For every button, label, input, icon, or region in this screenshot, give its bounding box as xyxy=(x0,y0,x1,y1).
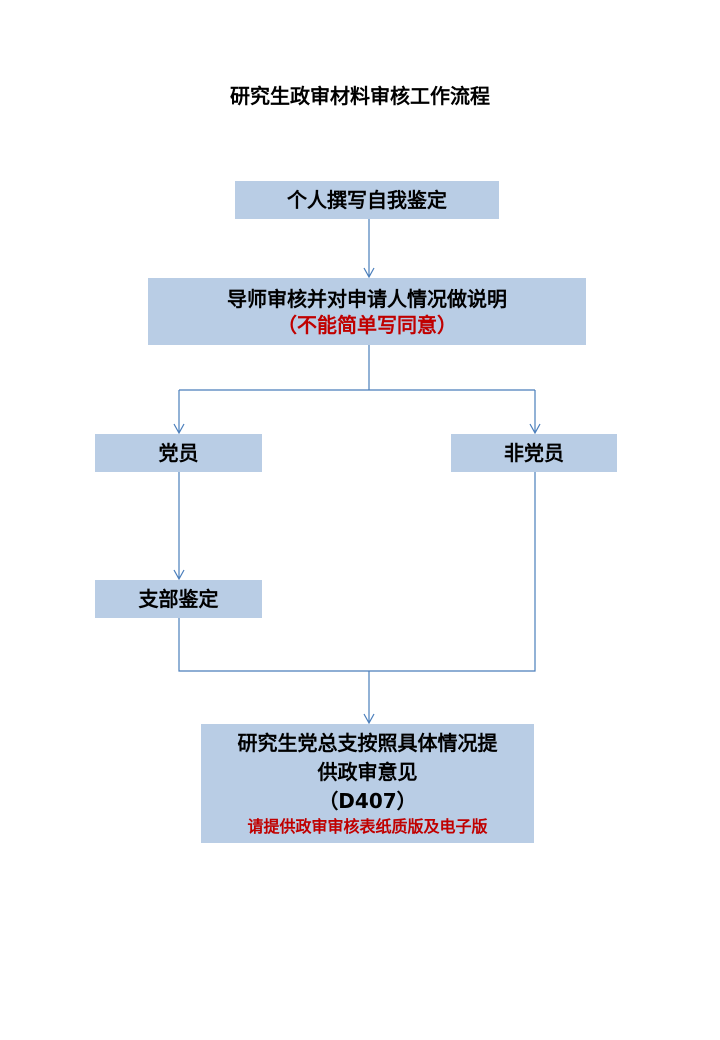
arrow-to-non-party-member xyxy=(529,390,541,435)
node-label-line2: 供政审意见 xyxy=(317,760,418,784)
arrow-party-to-branch xyxy=(173,472,185,581)
merge-lines xyxy=(178,472,536,672)
node-non-party-member: 非党员 xyxy=(451,434,617,472)
node-room: （D407） xyxy=(318,789,417,813)
page-title: 研究生政审材料审核工作流程 xyxy=(230,84,490,108)
node-label: 支部鉴定 xyxy=(138,587,219,611)
node-advisor-review: 导师审核并对申请人情况做说明 （不能简单写同意） xyxy=(148,278,586,345)
node-final-review: 研究生党总支按照具体情况提 供政审意见 （D407） 请提供政审审核表纸质版及电… xyxy=(201,724,534,843)
node-label: 党员 xyxy=(158,441,199,465)
node-self-assessment: 个人撰写自我鉴定 xyxy=(235,181,499,219)
node-party-member: 党员 xyxy=(95,434,262,472)
node-note: 请提供政审审核表纸质版及电子版 xyxy=(247,817,488,836)
node-branch-assessment: 支部鉴定 xyxy=(95,580,262,618)
arrow-to-final xyxy=(363,671,375,725)
node-label: 个人撰写自我鉴定 xyxy=(287,188,447,212)
arrow-to-party-member xyxy=(173,390,185,435)
node-label: 导师审核并对申请人情况做说明 xyxy=(227,286,507,311)
arrow-self-to-advisor xyxy=(363,219,375,279)
node-label-line1: 研究生党总支按照具体情况提 xyxy=(237,731,498,755)
node-label: 非党员 xyxy=(504,441,564,465)
branch-split xyxy=(179,345,535,391)
node-note: （不能简单写同意） xyxy=(277,312,457,337)
